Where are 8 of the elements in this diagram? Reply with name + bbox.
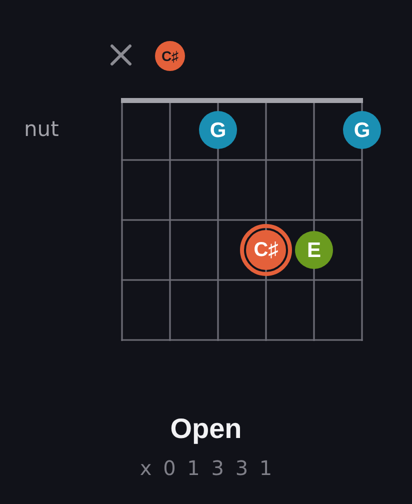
fingering-label: x 0 1 3 3 1 (140, 456, 272, 480)
note-dot: C♯ (240, 224, 292, 276)
note-dot: G (343, 111, 381, 149)
nut-label: nut (24, 117, 59, 142)
note-dot: E (295, 231, 333, 269)
note-dot: C♯ (155, 41, 185, 71)
note-dot: G (199, 111, 237, 149)
chord-title: Open (169, 412, 243, 446)
